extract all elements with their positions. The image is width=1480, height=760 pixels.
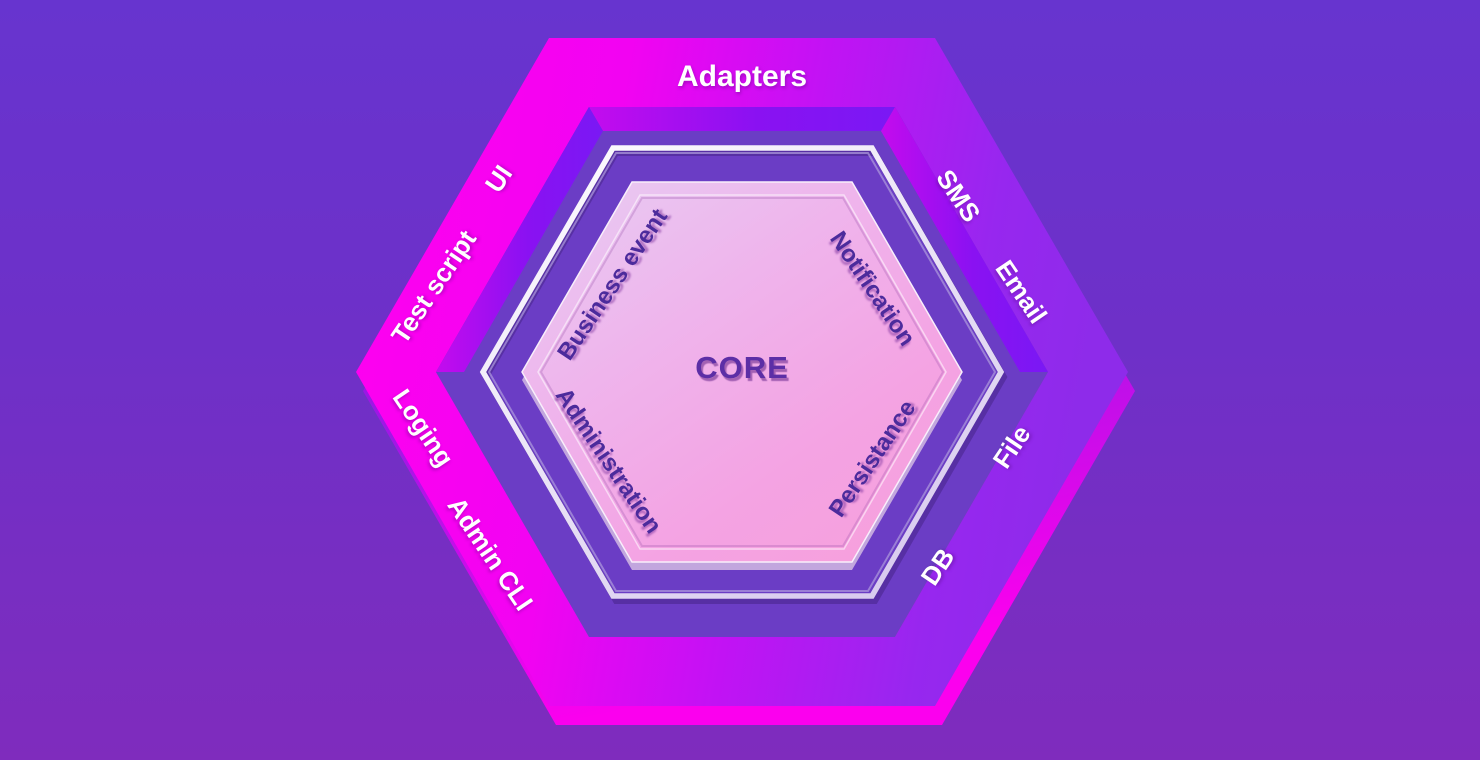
ring-bevel-upper-left xyxy=(436,107,603,372)
core-plaque-inset-line xyxy=(539,197,945,547)
hexagon-frame xyxy=(479,145,1005,599)
core-title: CORE xyxy=(695,350,789,385)
hexagon-frame-inner-shade xyxy=(487,152,997,592)
ring-title-adapters: Adapters xyxy=(676,60,808,93)
ring-bevel-top xyxy=(589,107,895,131)
core-plaque-inset-highlight xyxy=(537,194,947,550)
ring-bevel-upper-right xyxy=(881,107,1048,372)
core-plaque xyxy=(521,181,963,563)
